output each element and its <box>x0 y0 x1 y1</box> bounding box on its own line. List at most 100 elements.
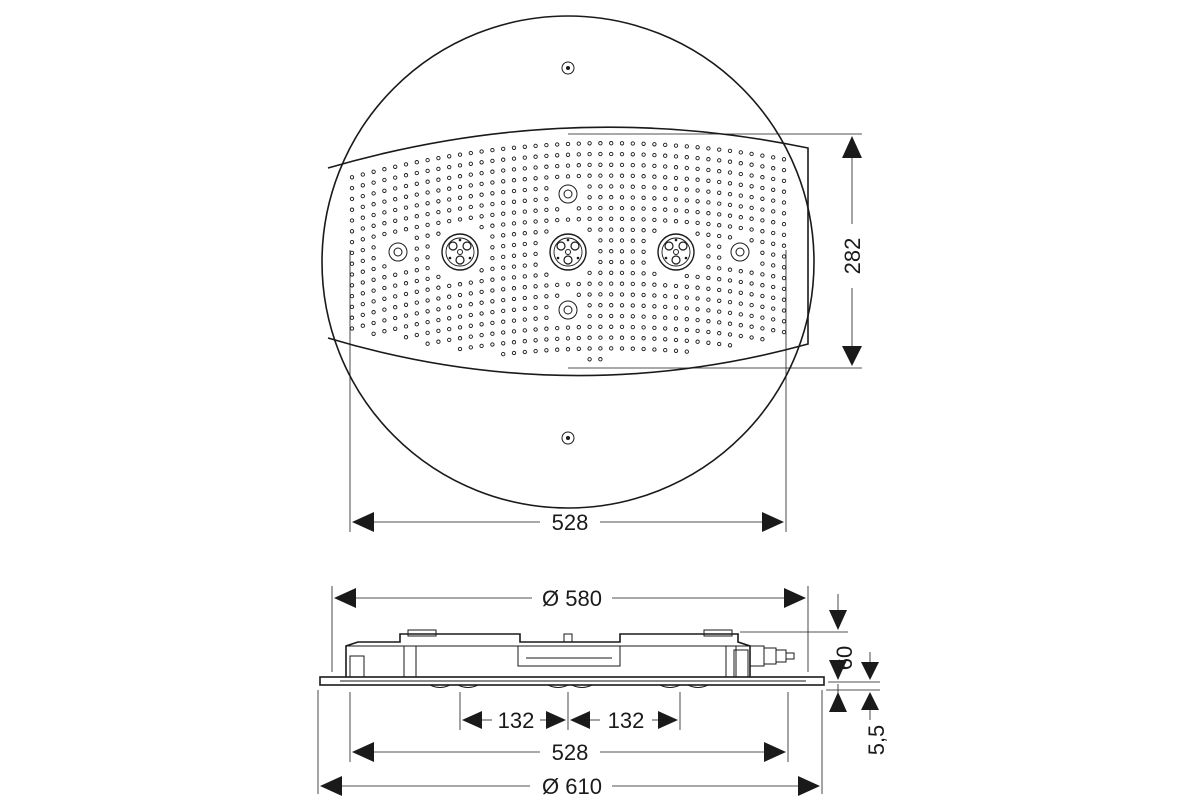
nozzle-dot <box>511 318 517 323</box>
nozzle-dot <box>393 294 398 299</box>
nozzle-dot <box>738 215 743 220</box>
nozzle-dot <box>641 336 646 341</box>
nozzle-dot <box>641 249 646 254</box>
nozzle-dot <box>436 274 441 280</box>
nozzle-dot <box>457 195 463 200</box>
nozzle-dot <box>490 191 495 196</box>
nozzle-dot <box>706 286 711 291</box>
nozzle-dot <box>673 197 679 202</box>
nozzle-bumps <box>429 684 709 688</box>
nozzle-dot <box>349 229 355 234</box>
nozzle-dot <box>382 318 387 323</box>
nozzle-dot <box>511 199 517 204</box>
nozzle-dot <box>673 294 679 299</box>
nozzle-dot <box>522 339 527 344</box>
nozzle-dot <box>360 312 365 318</box>
nozzle-dot <box>349 272 355 277</box>
nozzle-dot <box>641 314 646 319</box>
nozzle-dot <box>479 300 484 305</box>
nozzle-dot <box>771 209 776 214</box>
nozzle-dot <box>619 270 625 276</box>
nozzle-dot <box>706 340 711 345</box>
nozzle-dot <box>684 165 689 171</box>
nozzle-dot <box>684 327 689 333</box>
nozzle-dot <box>587 324 592 330</box>
nozzle-dot <box>349 196 355 202</box>
nozzle-dot <box>479 203 484 208</box>
nozzle-dot <box>414 300 419 305</box>
nozzle-dot <box>663 283 668 288</box>
nozzle-dot <box>673 186 679 191</box>
nozzle-dot <box>371 212 376 218</box>
nozzle-dot <box>717 169 722 174</box>
nozzle-dot <box>760 261 765 266</box>
nozzle-dot <box>533 294 538 300</box>
nozzle-dot <box>511 242 517 248</box>
nozzle-dot <box>781 308 787 313</box>
nozzle-dot <box>360 301 365 307</box>
nozzle-dot <box>760 229 765 234</box>
nozzle-dot <box>609 162 614 167</box>
nozzle-dot <box>706 146 711 151</box>
nozzle-dot <box>609 205 614 211</box>
nozzle-dot <box>501 146 506 152</box>
nozzle-dot <box>587 151 592 157</box>
nozzle-dot <box>738 269 743 274</box>
nozzle-dot <box>468 323 473 328</box>
nozzle-dot <box>565 174 571 179</box>
nozzle-dot <box>403 194 409 199</box>
nozzle-dot <box>360 215 365 220</box>
nozzle-dot <box>684 187 689 192</box>
nozzle-dot <box>727 159 733 164</box>
nozzle-dot <box>511 307 517 312</box>
nozzle-dot <box>436 317 441 323</box>
nozzle-dot <box>425 168 430 174</box>
nozzle-dot <box>544 283 549 288</box>
nozzle-dot <box>533 305 538 311</box>
nozzle-dot <box>544 272 549 277</box>
nozzle-dot <box>414 181 419 186</box>
nozzle-dot <box>619 162 625 168</box>
nozzle-dot <box>533 240 538 246</box>
nozzle-dot <box>587 227 592 232</box>
nozzle-dot <box>501 297 506 303</box>
nozzle-dot <box>436 166 441 172</box>
nozzle-dot <box>425 341 430 346</box>
nozzle-dot <box>781 297 787 302</box>
nozzle-dot <box>641 292 646 298</box>
nozzle-dot <box>663 196 668 202</box>
nozzle-dot <box>695 317 700 323</box>
nozzle-dot <box>684 198 689 203</box>
nozzle-dot <box>425 255 430 260</box>
nozzle-dot <box>382 177 387 183</box>
nozzle-dot <box>468 204 473 210</box>
nozzle-dot <box>436 220 441 226</box>
nozzle-dot <box>781 232 787 238</box>
nozzle-dot <box>382 296 387 301</box>
nozzle-dot <box>522 198 527 203</box>
nozzle-dot <box>684 349 689 354</box>
nozzle-dot <box>522 177 527 182</box>
nozzle-dot <box>781 265 787 270</box>
nozzle-dot <box>414 278 419 284</box>
nozzle-dot <box>576 335 581 341</box>
nozzle-dot <box>457 314 463 319</box>
nozzle-dot <box>555 153 560 158</box>
nozzle-dot <box>684 155 689 160</box>
dimension-132-left-label: 132 <box>498 708 535 733</box>
nozzle-dot <box>522 231 527 236</box>
nozzle-dot <box>652 163 657 169</box>
nozzle-dot <box>609 151 614 157</box>
nozzle-dot <box>371 299 376 304</box>
nozzle-dot <box>598 281 603 286</box>
nozzle-dot <box>447 283 452 289</box>
dimension-5-5: 5,5 <box>826 652 889 755</box>
nozzle-dot <box>760 164 765 169</box>
nozzle-dot <box>371 234 376 239</box>
nozzle-dot <box>663 153 668 158</box>
nozzle-dot <box>511 232 517 237</box>
nozzle-dot <box>403 335 409 340</box>
nozzle-dot <box>630 162 635 168</box>
nozzle-dot <box>501 351 506 357</box>
nozzle-dot <box>695 274 700 280</box>
